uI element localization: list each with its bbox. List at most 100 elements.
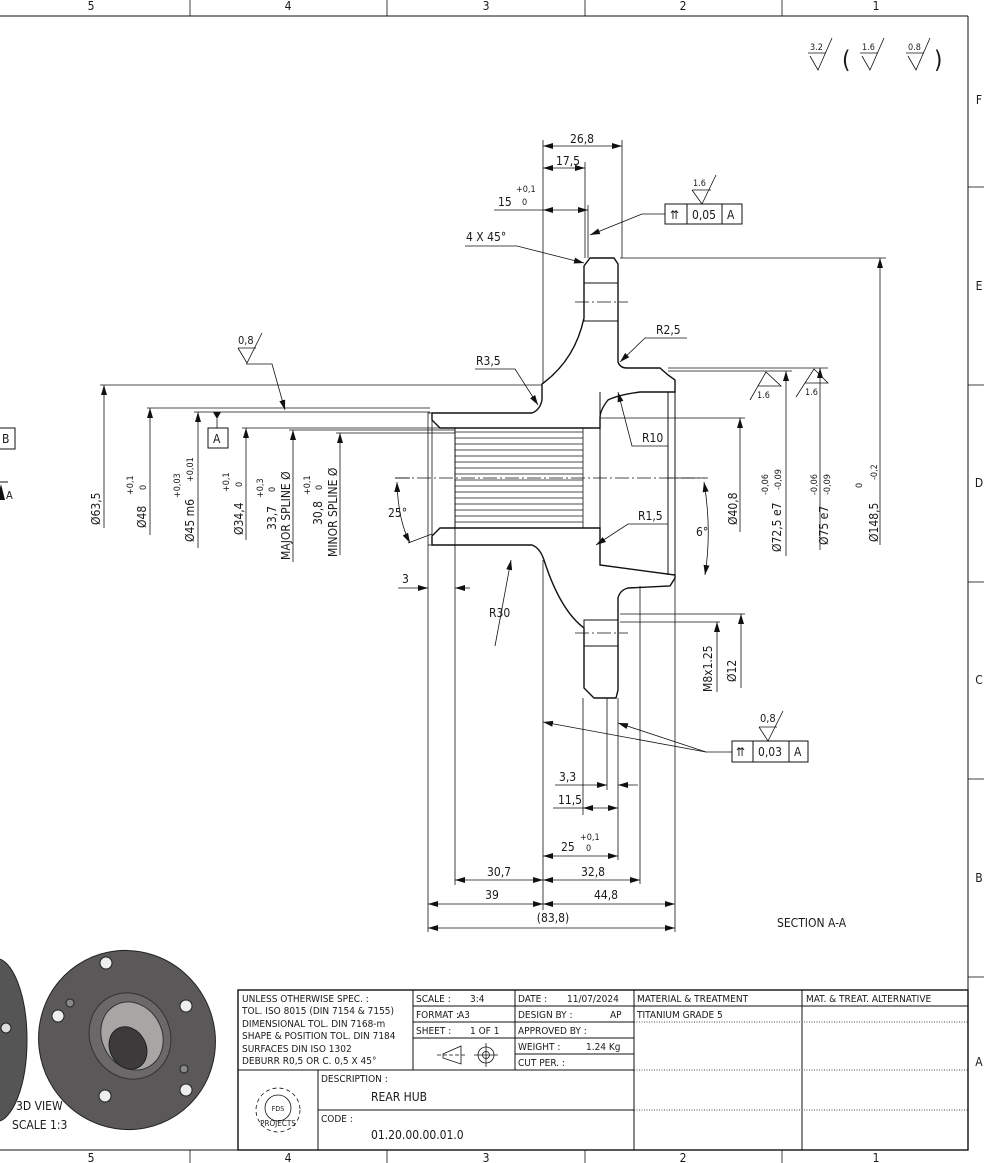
spline-teeth <box>455 428 584 528</box>
hub-section-view <box>395 257 705 699</box>
cut-plane-label: A <box>6 489 13 502</box>
sheet-label: SHEET : <box>416 1026 451 1037</box>
dim-45-tol-lo: +0,01 <box>186 457 196 482</box>
total-runout-icon: ⇈ <box>670 208 679 222</box>
zone-row-f: F <box>976 93 982 107</box>
dim-dia-48: Ø48 <box>135 506 149 528</box>
zone-col-1-bottom: 1 <box>873 1151 880 1163</box>
spec-line-2: TOL. ISO 8015 (DIN 7154 & 7155) <box>241 1006 394 1017</box>
dim-83-8-reference: (83,8) <box>537 911 569 925</box>
dim-148-tol-up: 0 <box>855 483 865 488</box>
dim-72-tol-up: -0,06 <box>761 474 771 495</box>
radius-r2-5: R2,5 <box>656 323 681 337</box>
paren-close: ) <box>934 46 942 74</box>
code-value: 01.20.00.00.01.0 <box>371 1128 464 1142</box>
dim-30-7: 30,7 <box>487 865 511 879</box>
finish-alt2: 0.8 <box>908 43 921 53</box>
zone-row-d: D <box>975 476 983 490</box>
zone-row-a: A <box>975 1055 983 1069</box>
radius-r3-5: R3,5 <box>476 354 501 368</box>
dim-dia-75: Ø75 e7 <box>817 506 831 545</box>
description-label: DESCRIPTION : <box>321 1074 388 1085</box>
minor-spline-label: MINOR SPLINE Ø <box>326 468 340 557</box>
major-spline-label: MAJOR SPLINE Ø <box>279 471 293 560</box>
dim-48-tol-lo: 0 <box>139 485 149 490</box>
major-spline-value: 33,7 <box>265 506 279 530</box>
company-logo: FDS PROJECTS <box>255 1087 301 1133</box>
dim-dia-34-4: Ø34,4 <box>232 502 246 535</box>
format-label: FORMAT : <box>416 1010 459 1021</box>
finish-general: 3.2 <box>810 43 823 53</box>
runout-frame-bottom: ⇈ 0,03 A 0,8 <box>542 710 809 763</box>
projection-symbol-icon <box>437 1043 498 1067</box>
spec-line-6: DEBURR R0,5 OR C. 0,5 X 45° <box>242 1056 376 1067</box>
dim-dia-63-5: Ø63,5 <box>89 492 103 525</box>
dim-3-3: 3,3 <box>559 770 576 784</box>
dim-34-tol-lo: 0 <box>235 482 245 487</box>
dim-dia-40-8: Ø40,8 <box>726 492 740 525</box>
dim-17-5: 17,5 <box>556 154 580 168</box>
dim-32-8: 32,8 <box>581 865 605 879</box>
material-label: MATERIAL & TREATMENT <box>637 994 749 1005</box>
zone-row-c: C <box>975 673 983 687</box>
fcf-bottom-datum: A <box>794 745 802 759</box>
dim-45-tol-up: +0,03 <box>173 473 183 498</box>
thread-m8: M8x1.25 <box>701 645 715 692</box>
cut-plane-marker: A <box>0 481 13 502</box>
code-label: CODE : <box>321 1114 353 1125</box>
roughness-od72: 1.6 <box>757 391 770 401</box>
approved-label: APPROVED BY : <box>518 1026 587 1037</box>
cut-per-label: CUT PER. : <box>518 1058 565 1069</box>
dim-25-tol-up: +0,1 <box>580 833 600 843</box>
roughness-face-top: 1.6 <box>693 179 706 189</box>
dim-15-tol-lo: 0 <box>522 198 527 208</box>
scale-value: 3:4 <box>470 994 485 1005</box>
runout-frame-top: ⇈ 0,05 A 1.6 <box>589 174 743 236</box>
dim-148-tol-lo: -0,2 <box>870 464 880 480</box>
zone-col-3: 3 <box>483 0 490 13</box>
minor-tol-lo: 0 <box>315 485 325 490</box>
date-value: 11/07/2024 <box>567 994 619 1005</box>
alt-material-label: MAT. & TREAT. ALTERNATIVE <box>806 994 931 1005</box>
svg-text:FDS: FDS <box>272 1105 284 1113</box>
weight-label: WEIGHT : <box>518 1042 560 1053</box>
dim-25: 25 <box>561 840 575 854</box>
dim-75-tol-up: -0,06 <box>810 474 820 495</box>
general-surface-finish: 3.2 ( 1.6 0.8 ) <box>808 37 942 74</box>
design-label: DESIGN BY : <box>518 1010 573 1021</box>
zone-row-b: B <box>975 871 982 885</box>
dimensions-top: 26,8 17,5 15 +0,1 0 4 X 45° ⇈ 0,05 A 1.6… <box>465 132 743 447</box>
major-tol-lo: 0 <box>268 487 278 492</box>
bolt-hole <box>99 956 113 970</box>
dimensions-right: Ø148,5 0 -0,2 Ø75 e7 -0,06 -0,09 Ø72,5 e… <box>595 257 886 576</box>
angle-6: 6° <box>696 525 708 539</box>
description-value: REAR HUB <box>371 1090 427 1104</box>
dim-48-tol-up: +0,1 <box>126 475 136 495</box>
chamfer-note: 4 X 45° <box>466 230 506 244</box>
3d-view-title: 3D VIEW <box>16 1099 63 1113</box>
fcf-top-value: 0,05 <box>692 208 716 222</box>
dim-dia-45: Ø45 m6 <box>183 499 197 542</box>
bolt-hole <box>179 1083 193 1097</box>
design-value: AP <box>610 1010 622 1021</box>
dim-34-tol-up: +0,1 <box>222 472 232 492</box>
weight-value: 1.24 Kg <box>586 1042 621 1053</box>
dimensions-bottom: 3,3 11,5 25 +0,1 0 30,7 32,8 39 44,8 (83… <box>428 560 809 932</box>
bolt-hole <box>179 999 193 1013</box>
dim-11-5: 11,5 <box>558 793 582 807</box>
finish-alt1: 1.6 <box>862 43 875 53</box>
dim-72-tol-lo: -0,09 <box>774 469 784 490</box>
svg-text:PROJECTS: PROJECTS <box>260 1119 296 1128</box>
dim-25-tol-lo: 0 <box>586 844 591 854</box>
title-block: UNLESS OTHERWISE SPEC. : TOL. ISO 8015 (… <box>237 989 969 1151</box>
3d-view: 3D VIEW SCALE 1:3 <box>0 949 216 1132</box>
radius-r10: R10 <box>642 431 663 445</box>
format-value: A3 <box>458 1010 470 1021</box>
zone-col-2: 2 <box>680 0 687 13</box>
spec-line-4: SHAPE & POSITION TOL. DIN 7184 <box>242 1031 396 1042</box>
roughness-od75: 1.6 <box>805 388 818 398</box>
datum-a-label: A <box>213 432 221 446</box>
zone-col-3-bottom: 3 <box>483 1151 490 1163</box>
fcf-top-datum: A <box>727 208 735 222</box>
